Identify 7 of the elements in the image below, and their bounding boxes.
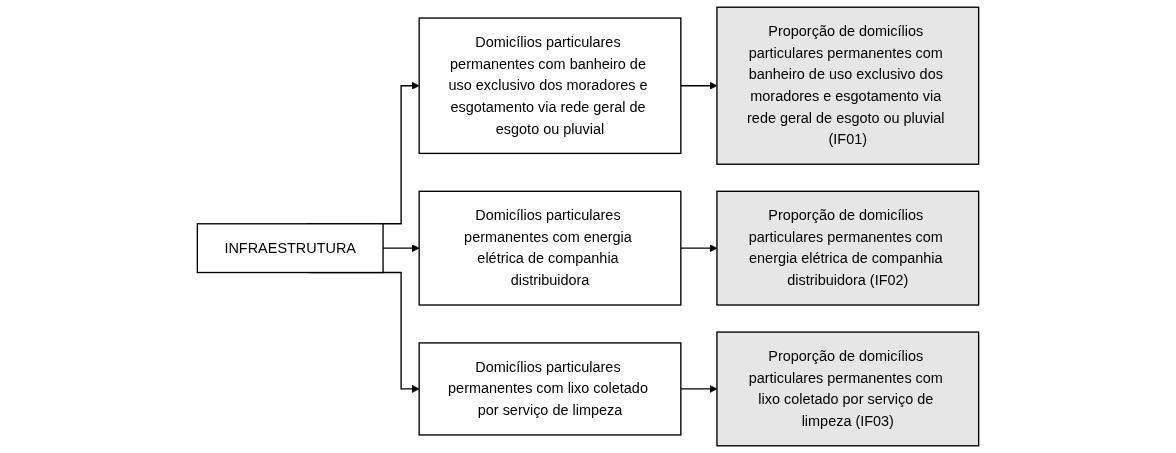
node-box: Domicílios particulares permanentes com banheiro de uso exclusivo dos moradores e esgotamento via rede geral de esgoto ou pluvial (418, 17, 682, 155)
node-box: Domicílios particulares permanentes com lixo coletado por serviço de limpeza (418, 342, 682, 436)
node-box: Domicílios particulares permanentes com energia elétrica de companhia distribuidora (418, 190, 682, 306)
node-box: Proporção de domicílios particulares permanentes com banheiro de uso exclusivo dos moradores e esgotamento via rede geral de esgoto ou pluvial (IF01) (716, 6, 980, 165)
node-box: INFRAESTRUTURA (196, 223, 384, 274)
node-box: Proporção de domicílios particulares permanentes com lixo coletado por serviço de limpeza (IF03) (716, 331, 980, 447)
node-box: Proporção de domicílios particulares permanentes com energia elétrica de companhia distribuidora (IF02) (716, 190, 980, 306)
